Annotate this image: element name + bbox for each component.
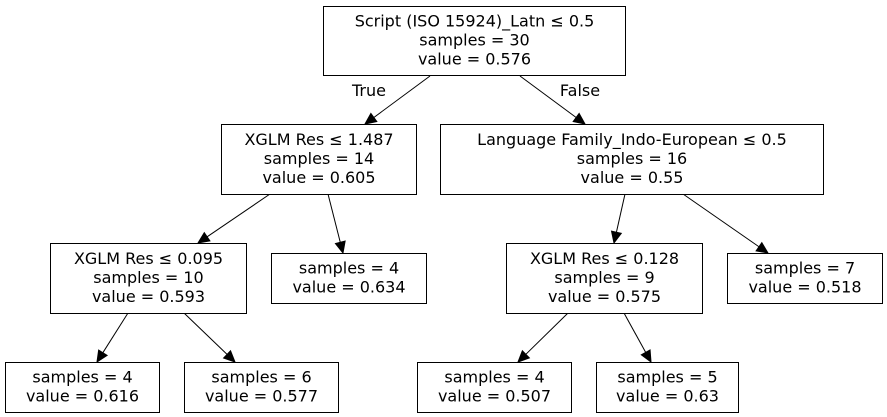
node-split-condition: Language Family_Indo-European ≤ 0.5: [477, 130, 787, 150]
node-samples-text: samples = 10: [93, 268, 203, 287]
node-value-text: value = 0.634: [292, 278, 405, 297]
edge-n1-n4: [327, 193, 346, 255]
edge-arrowhead: [755, 241, 769, 254]
node-value-text: value = 0.63: [616, 387, 719, 406]
node-value-text: value = 0.55: [581, 168, 684, 187]
edge-line: [682, 193, 760, 248]
node-box: [440, 124, 824, 195]
edge-line: [183, 312, 228, 355]
node-box: [184, 362, 339, 413]
edge-n3-n8: [183, 312, 236, 363]
edge-line: [519, 75, 577, 118]
node-value-text: value = 0.605: [262, 168, 375, 187]
edge-n3-n7: [96, 312, 129, 364]
node-samples-text: samples = 30: [419, 31, 529, 50]
node-box: [50, 243, 247, 314]
edge-n2-n5: [610, 193, 626, 245]
node-box: [417, 362, 572, 413]
edge-line: [525, 312, 569, 355]
node-value-text: value = 0.593: [92, 287, 205, 306]
edge-n2-n6: [682, 193, 769, 254]
node-value-text: value = 0.507: [438, 387, 551, 406]
node-samples-text: samples = 5: [617, 368, 717, 387]
node-value-text: value = 0.616: [26, 387, 139, 406]
edge-arrowhead: [640, 349, 652, 364]
node-split-condition: Script (ISO 15924)_Latn ≤ 0.5: [355, 12, 595, 32]
edge-line: [327, 193, 341, 243]
node-box: [506, 243, 703, 314]
tree-node-n2: Language Family_Indo-European ≤ 0.5sampl…: [440, 124, 824, 195]
node-value-text: value = 0.575: [548, 287, 661, 306]
edge-n1-n3: [197, 193, 271, 244]
node-samples-text: samples = 6: [211, 368, 311, 387]
node-samples-text: samples = 7: [755, 259, 855, 278]
edge-line: [623, 312, 647, 353]
node-value-text: value = 0.577: [205, 387, 318, 406]
node-split-condition: XGLM Res ≤ 0.128: [530, 249, 679, 268]
edge-line: [102, 312, 129, 353]
edge-n0-n2: [519, 75, 586, 125]
node-box: [221, 124, 417, 195]
node-value-text: value = 0.518: [748, 278, 861, 297]
node-value-text: value = 0.576: [418, 50, 531, 69]
node-samples-text: samples = 4: [299, 259, 399, 278]
edge-n0-n1: [364, 75, 431, 125]
node-box: [596, 362, 739, 413]
node-split-condition: XGLM Res ≤ 1.487: [244, 130, 393, 149]
node-samples-text: samples = 4: [444, 368, 544, 387]
edge-arrowhead: [222, 349, 236, 363]
node-samples-text: samples = 9: [554, 268, 654, 287]
node-samples-text: samples = 4: [32, 368, 132, 387]
edge-n5-n9: [517, 312, 569, 363]
edge-label-false: False: [560, 81, 600, 100]
edge-arrowhead: [572, 112, 586, 125]
edge-arrowhead: [364, 112, 378, 125]
edge-line: [615, 193, 626, 233]
node-box: [271, 253, 427, 304]
node-box: [5, 362, 160, 413]
edges-layer: [96, 75, 769, 364]
edge-arrowhead: [96, 349, 109, 364]
edge-label-true: True: [351, 81, 386, 100]
edge-arrowhead: [334, 240, 346, 255]
node-samples-text: samples = 16: [577, 149, 687, 168]
edge-arrowhead: [197, 231, 211, 244]
edge-arrowhead: [610, 230, 623, 245]
edge-labels-layer: True False: [351, 81, 600, 100]
edge-arrowhead: [517, 349, 531, 363]
edge-line: [206, 193, 271, 238]
node-split-condition: XGLM Res ≤ 0.095: [74, 249, 223, 268]
edge-n5-n10: [623, 312, 652, 364]
node-box: [727, 253, 883, 304]
node-samples-text: samples = 14: [264, 149, 374, 168]
edge-line: [373, 75, 431, 118]
node-box: [323, 6, 626, 76]
